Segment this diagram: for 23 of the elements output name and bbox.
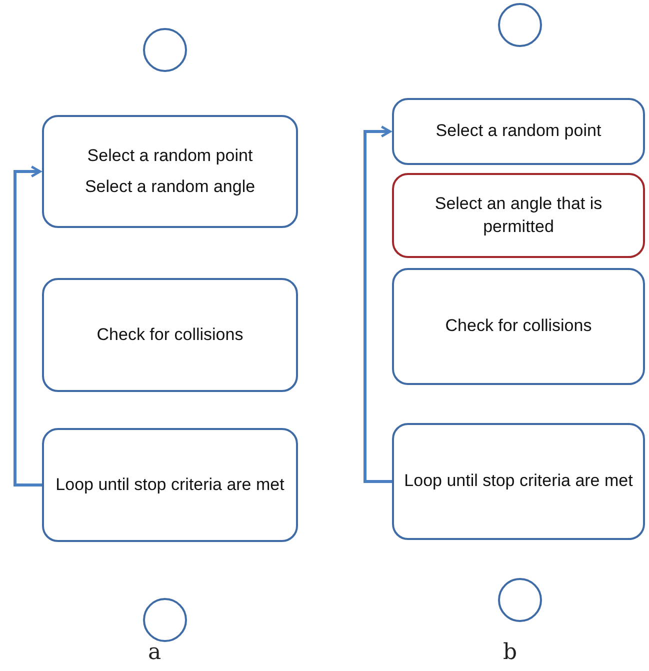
step-text: Select a random point bbox=[436, 120, 602, 142]
panel-label: b bbox=[503, 640, 518, 665]
loop-arrow bbox=[14, 166, 42, 486]
process-box bbox=[42, 115, 298, 228]
process-box bbox=[392, 98, 645, 165]
start-end-circle bbox=[498, 3, 542, 47]
panel-label: a bbox=[148, 640, 162, 665]
step-text: Loop until stop criteria are met bbox=[404, 470, 633, 492]
step-text: Select a random point bbox=[87, 145, 253, 168]
step-text: Select an angle that is permitted bbox=[434, 193, 604, 238]
step-text: Check for collisions bbox=[445, 315, 592, 338]
step-text: Loop until stop criteria are met bbox=[56, 474, 284, 496]
step-text: Check for collisions bbox=[96, 324, 244, 346]
start-end-circle bbox=[498, 578, 542, 622]
start-end-circle bbox=[143, 28, 187, 72]
process-box bbox=[392, 423, 645, 540]
start-end-circle bbox=[143, 598, 187, 642]
step-text: Select a random angle bbox=[84, 176, 256, 198]
process-box bbox=[42, 428, 298, 542]
process-box bbox=[392, 173, 645, 258]
loop-arrow bbox=[364, 126, 392, 483]
process-box bbox=[392, 268, 645, 385]
process-box bbox=[42, 278, 298, 392]
